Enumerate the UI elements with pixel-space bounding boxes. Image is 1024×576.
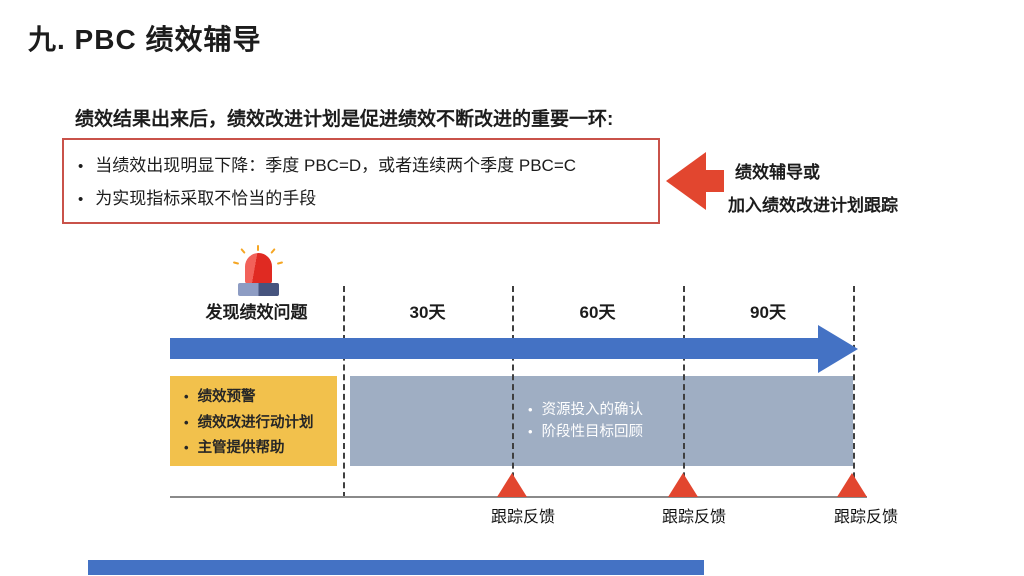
left-arrow-icon bbox=[666, 152, 724, 210]
list-item: 绩效改进行动计划 bbox=[170, 411, 337, 432]
callout-text-line2: 加入绩效改进计划跟踪 bbox=[728, 196, 898, 215]
right-arrow-head bbox=[818, 325, 858, 373]
alarm-ray bbox=[232, 261, 240, 265]
bottom-accent-bar bbox=[88, 560, 704, 575]
section-heading: 绩效结果出来后，绩效改进计划是促进绩效不断改进的重要一环: bbox=[75, 109, 614, 130]
callout-text-line1: 绩效辅导或 bbox=[735, 163, 820, 182]
feedback-label: 跟踪反馈 bbox=[833, 509, 898, 526]
alarm-ray bbox=[257, 245, 259, 251]
timeline-phase-label: 发现绩效问题 bbox=[205, 303, 308, 322]
dashed-divider bbox=[683, 286, 685, 498]
list-item: 为实现指标采取不恰当的手段 bbox=[78, 183, 658, 216]
alarm-ray bbox=[240, 248, 246, 254]
list-item: 资源投入的确认 bbox=[528, 399, 853, 421]
timeline-phase-label: 60天 bbox=[579, 303, 616, 322]
list-item: 阶段性目标回顾 bbox=[528, 421, 853, 443]
timeline-phase-label: 30天 bbox=[409, 303, 446, 322]
feedback-label: 跟踪反馈 bbox=[490, 509, 555, 526]
triangle-up-icon bbox=[837, 473, 867, 497]
alarm-siren-icon bbox=[232, 245, 284, 298]
dashed-divider bbox=[343, 286, 345, 498]
left-arrow-tail bbox=[704, 170, 724, 192]
left-arrow-head bbox=[666, 152, 706, 210]
dashed-divider bbox=[512, 286, 514, 498]
page-title: 九. PBC 绩效辅导 bbox=[28, 24, 262, 55]
timeline-phase-label: 90天 bbox=[750, 303, 786, 322]
list-item: 当绩效出现明显下降：季度 PBC=D，或者连续两个季度 PBC=C bbox=[78, 150, 658, 183]
alarm-ray bbox=[276, 261, 284, 265]
alarm-ray bbox=[270, 248, 276, 254]
alarm-base bbox=[238, 283, 279, 296]
alarm-dome bbox=[245, 253, 272, 284]
triangle-up-icon bbox=[497, 473, 527, 497]
triangle-up-icon bbox=[668, 473, 698, 497]
list-item: 主管提供帮助 bbox=[170, 436, 337, 457]
list-item: 绩效预警 bbox=[170, 385, 337, 406]
alert-box: 当绩效出现明显下降：季度 PBC=D，或者连续两个季度 PBC=C 为实现指标采… bbox=[62, 138, 660, 224]
right-arrow-icon bbox=[170, 338, 818, 359]
tracking-actions-box: 资源投入的确认 阶段性目标回顾 bbox=[350, 376, 853, 466]
alert-bullet-list: 当绩效出现明显下降：季度 PBC=D，或者连续两个季度 PBC=C 为实现指标采… bbox=[64, 150, 658, 216]
feedback-baseline bbox=[170, 496, 867, 498]
warning-actions-box: 绩效预警 绩效改进行动计划 主管提供帮助 bbox=[170, 376, 337, 466]
feedback-label: 跟踪反馈 bbox=[661, 509, 726, 526]
dashed-divider bbox=[853, 286, 855, 498]
